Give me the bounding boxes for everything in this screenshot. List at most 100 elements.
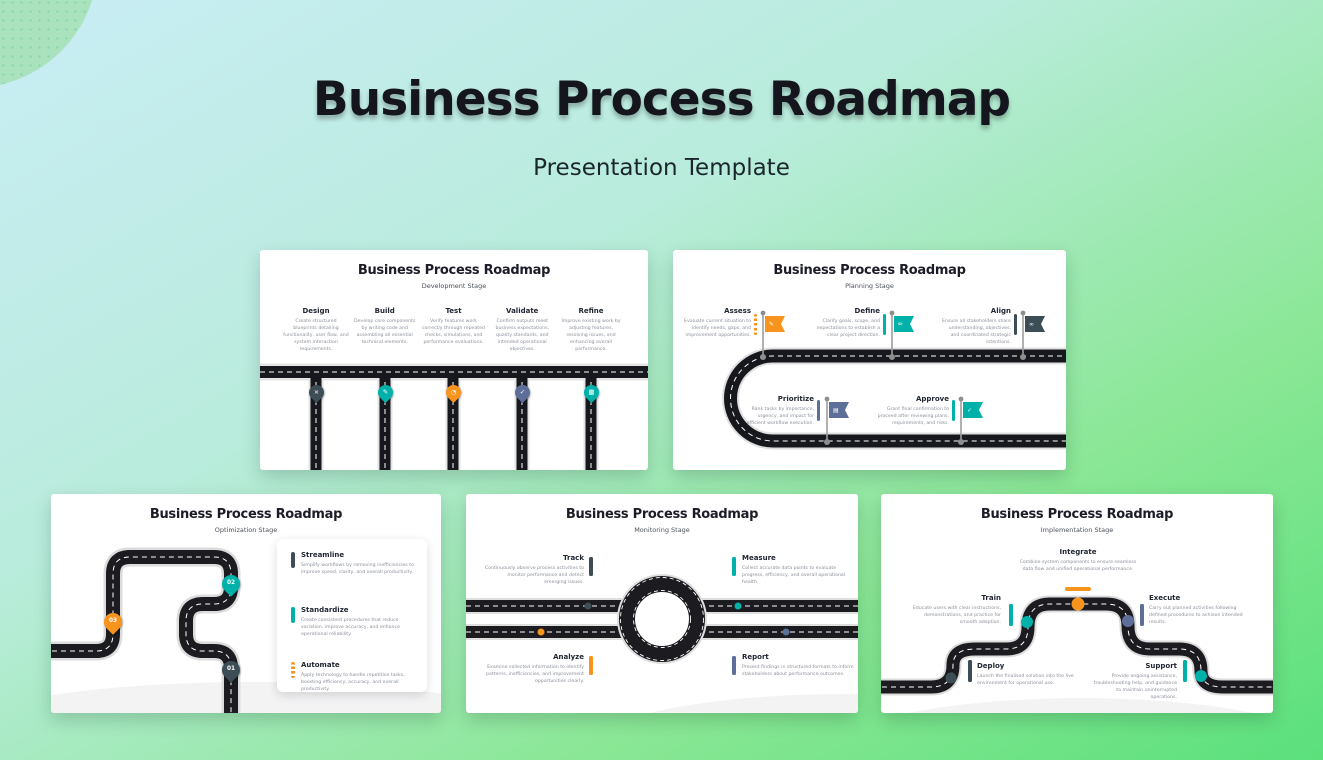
execute-dot xyxy=(1122,615,1134,627)
support-accent-bar xyxy=(1183,660,1187,682)
design-tools-icon: × xyxy=(313,388,319,397)
step-label: Define xyxy=(854,307,880,315)
automate-accent-bar xyxy=(291,662,295,678)
step-label: Align xyxy=(990,307,1011,315)
step-text: Present findings in structured formats t… xyxy=(742,664,854,677)
milestone-number: 03 xyxy=(108,618,118,625)
step-text: Confirm outputs meet business expectatio… xyxy=(495,319,550,353)
refine-chart-icon: ▦ xyxy=(587,388,595,397)
item-label: Streamline xyxy=(301,551,345,559)
slide-title: Business Process Roadmap xyxy=(357,263,551,278)
item-label: Standardize xyxy=(301,606,349,614)
assess-accent-bar xyxy=(754,314,757,335)
slide-implementation-stage[interactable]: Business Process Roadmap Implementation … xyxy=(881,494,1273,713)
align-flag-icon: ∞ xyxy=(1029,320,1034,328)
step-label: Validate xyxy=(506,307,539,315)
step-prioritize: Prioritize Rank tasks by importance, urg… xyxy=(743,395,814,427)
step-approve: Approve Grant final confirmation to proc… xyxy=(877,395,949,427)
prioritize-flag-icon: ▤ xyxy=(833,406,839,414)
step-label: Integrate xyxy=(1059,548,1097,556)
step-label: Execute xyxy=(1149,594,1181,602)
step-refine: Refine Improve existing work by adjustin… xyxy=(558,307,624,353)
assess-flag-icon: ✎ xyxy=(769,320,775,328)
item-automate: Automate Apply technology to handle repe… xyxy=(291,661,417,693)
align-flag: ∞ xyxy=(1025,316,1045,332)
integrate-accent-bar xyxy=(1065,587,1091,591)
standardize-accent-bar xyxy=(291,607,295,623)
step-label: Prioritize xyxy=(777,395,814,403)
slide-optimization-stage[interactable]: Business Process Roadmap Optimization St… xyxy=(51,494,441,713)
report-accent-bar xyxy=(732,656,736,675)
step-label: Assess xyxy=(724,307,751,315)
slide-title: Business Process Roadmap xyxy=(773,263,966,278)
milestone-pin-03: 03 xyxy=(100,609,126,635)
define-flag-icon: ✏ xyxy=(898,320,904,328)
refine-pin: ▦ xyxy=(580,381,602,404)
road-graphic xyxy=(466,574,858,664)
step-label: Report xyxy=(742,653,769,661)
step-text: Examine collected information to identif… xyxy=(485,664,584,684)
step-text: Launch the finalised solution into the l… xyxy=(977,673,1074,686)
step-text: Educate users with clear instructions, d… xyxy=(912,605,1001,625)
step-test: Test Verify features work correctly thro… xyxy=(421,307,487,353)
step-analyze: Analyze Examine collected information to… xyxy=(484,653,584,685)
validate-search-icon: ✓ xyxy=(519,388,525,397)
step-text: Rank tasks by importance, urgency, and i… xyxy=(746,406,814,426)
step-label: Train xyxy=(981,594,1001,602)
step-deploy: Deploy Launch the finalised solution int… xyxy=(977,662,1077,687)
slide-title: Business Process Roadmap xyxy=(149,507,343,522)
execute-accent-bar xyxy=(1140,604,1144,626)
define-flag: ✏ xyxy=(894,316,914,332)
step-align: Align Ensure all stakeholders share unde… xyxy=(940,307,1011,346)
train-accent-bar xyxy=(1009,604,1013,626)
prioritize-accent-bar xyxy=(817,400,820,421)
item-text: Create consistent procedures that reduce… xyxy=(301,617,400,637)
step-text: Evaluate current situation to identify n… xyxy=(684,318,751,338)
item-label: Automate xyxy=(301,661,340,669)
step-label: Refine xyxy=(578,307,604,315)
road-graphic xyxy=(881,595,1273,696)
step-columns: Design Create structured blueprints deta… xyxy=(283,307,624,353)
step-report: Report Present findings in structured fo… xyxy=(742,653,854,678)
slide-subtitle: Development Stage xyxy=(421,282,487,290)
slide-title: Business Process Roadmap xyxy=(980,507,1174,522)
step-text: Clarify goals, scope, and expectations t… xyxy=(816,318,880,338)
step-label: Analyze xyxy=(553,653,584,661)
design-pin: × xyxy=(305,381,327,404)
slide-subtitle: Optimization Stage xyxy=(214,526,278,534)
slide-subtitle: Implementation Stage xyxy=(1040,526,1114,534)
track-accent-bar xyxy=(589,557,593,576)
validate-pin: ✓ xyxy=(511,381,533,404)
road-graphic xyxy=(51,547,241,713)
build-pin: ✎ xyxy=(374,381,396,404)
step-label: Build xyxy=(374,307,395,315)
test-stopwatch-icon: ◔ xyxy=(450,388,456,397)
item-text: Apply technology to handle repetitive ta… xyxy=(301,672,405,692)
deploy-dot xyxy=(945,672,957,684)
step-validate: Validate Confirm outputs meet business e… xyxy=(489,307,555,353)
slide-development-stage[interactable]: Business Process Roadmap Development Sta… xyxy=(260,250,648,470)
step-assess: Assess Evaluate current situation to ide… xyxy=(681,307,751,339)
step-measure: Measure Collect accurate data points to … xyxy=(742,554,854,586)
step-text: Collect accurate data points to evaluate… xyxy=(742,565,846,585)
road-graphic xyxy=(260,363,648,470)
step-label: Deploy xyxy=(977,662,1005,670)
optimization-card: Streamline Simplify workflows by removin… xyxy=(277,539,427,692)
measure-dot xyxy=(734,602,742,610)
integrate-dot xyxy=(1071,597,1085,611)
step-execute: Execute Carry out planned activities fol… xyxy=(1149,594,1254,626)
step-label: Test xyxy=(445,307,462,315)
slide-subtitle: Monitoring Stage xyxy=(634,526,690,534)
milestone-pin-02: 02 xyxy=(218,571,244,597)
test-pin: ◔ xyxy=(442,381,464,404)
slide-subtitle: Planning Stage xyxy=(845,282,894,290)
slide-monitoring-stage[interactable]: Business Process Roadmap Monitoring Stag… xyxy=(466,494,858,713)
step-define: Define Clarify goals, scope, and expecta… xyxy=(809,307,880,339)
step-text: Improve existing work by adjusting featu… xyxy=(561,319,621,353)
slide-planning-stage[interactable]: Business Process Roadmap Planning Stage … xyxy=(673,250,1066,470)
item-text: Simplify workflows by removing inefficie… xyxy=(301,562,414,575)
build-pencil-icon: ✎ xyxy=(382,388,388,397)
prioritize-flag: ▤ xyxy=(829,402,849,418)
align-accent-bar xyxy=(1014,314,1017,335)
measure-accent-bar xyxy=(732,557,736,576)
